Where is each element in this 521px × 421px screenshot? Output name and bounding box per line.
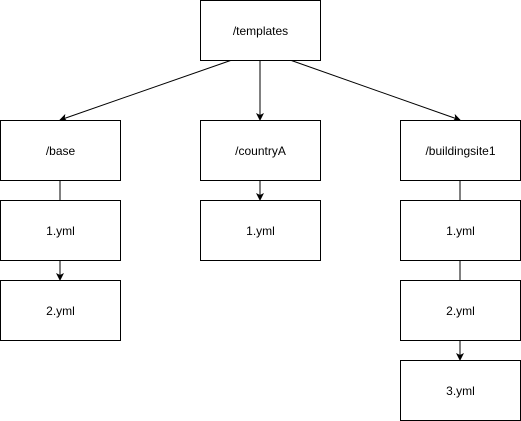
node-buildingsite1-label: /buildingsite1 — [425, 143, 496, 158]
node-countryA-label: /countryA — [235, 143, 286, 158]
node-buildingsite1-1yml: 1.yml — [400, 200, 521, 261]
edge-templates-base — [59, 59, 233, 122]
node-base-1yml-label: 1.yml — [46, 223, 75, 238]
node-base-2yml-label: 2.yml — [46, 303, 75, 318]
node-buildingsite1-3yml-label: 3.yml — [446, 383, 475, 398]
node-base-label: /base — [45, 143, 76, 158]
node-buildingsite1: /buildingsite1 — [400, 120, 521, 181]
node-buildingsite1-2yml: 2.yml — [400, 280, 521, 341]
node-templates: /templates — [200, 0, 321, 61]
node-base-1yml: 1.yml — [0, 200, 121, 261]
node-base-2yml: 2.yml — [0, 280, 121, 341]
edge-templates-buildingsite1 — [289, 59, 461, 122]
node-countryA-1yml: 1.yml — [200, 200, 321, 261]
node-buildingsite1-3yml: 3.yml — [400, 360, 521, 421]
node-base: /base — [0, 120, 121, 181]
node-templates-label: /templates — [232, 23, 289, 38]
node-buildingsite1-1yml-label: 1.yml — [446, 223, 475, 238]
node-countryA: /countryA — [200, 120, 321, 181]
node-countryA-1yml-label: 1.yml — [246, 223, 275, 238]
node-buildingsite1-2yml-label: 2.yml — [446, 303, 475, 318]
